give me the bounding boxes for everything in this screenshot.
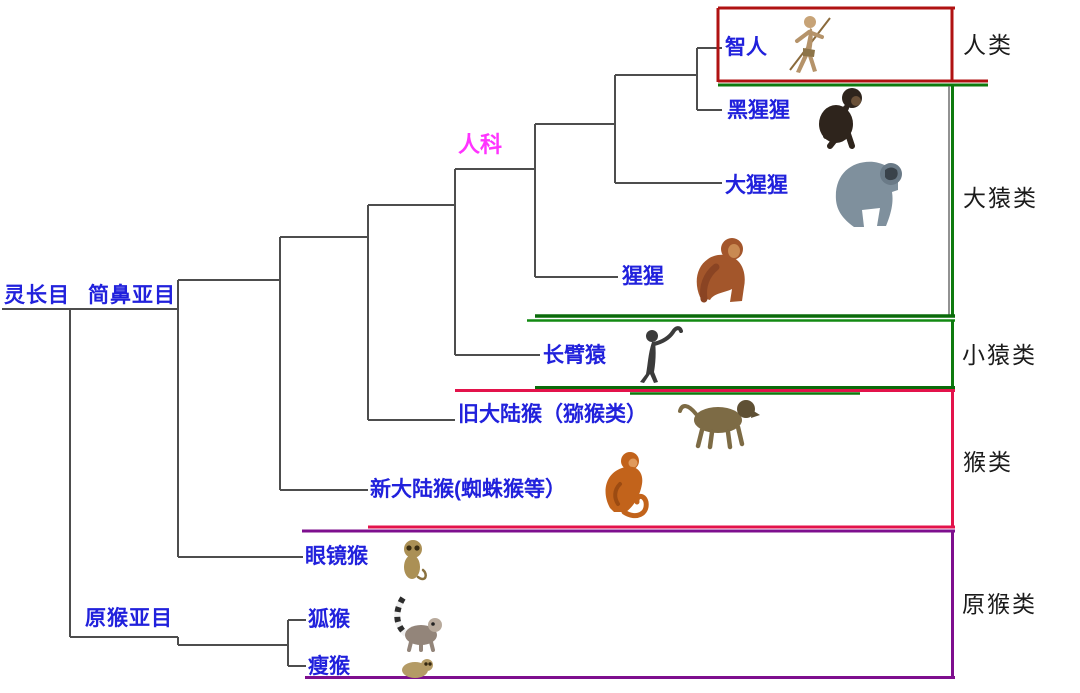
orangutan-image <box>696 238 745 303</box>
gibbon-image <box>640 326 683 383</box>
taxon-label-old-world-monkey: 旧大陆猴（猕猴类） <box>458 403 647 426</box>
suborder-label-haplorhini: 简鼻亚目 <box>88 284 176 307</box>
chimpanzee-image <box>819 88 862 149</box>
branch-ape-clades <box>368 47 722 356</box>
taxon-label-new-world-monkey: 新大陆猴(蜘蛛猴等） <box>370 478 566 501</box>
great-apes-box <box>535 83 988 318</box>
taxon-label-loris: 瘦猴 <box>308 655 350 678</box>
old-world-monkey-image <box>678 400 760 450</box>
gorilla-image <box>835 161 902 227</box>
new-world-monkey-image <box>605 452 649 519</box>
tree-branches <box>2 47 722 667</box>
suborder-label-strepsirrhini: 原猴亚目 <box>85 607 173 630</box>
lemur-image <box>394 596 442 652</box>
order-label-primates: 灵长目 <box>4 284 70 307</box>
taxon-label-homo-sapiens: 智人 <box>725 36 767 59</box>
group-label-prosimians: 原猴类 <box>962 592 1037 617</box>
taxon-label-chimpanzee: 黑猩猩 <box>727 99 790 122</box>
taxon-label-orangutan: 猩猩 <box>622 265 664 288</box>
group-label-monkeys: 猴类 <box>963 450 1013 475</box>
loris-image <box>402 659 433 678</box>
taxon-label-lemur: 狐猴 <box>308 608 350 631</box>
group-label-humans: 人类 <box>963 33 1013 58</box>
lesser-apes-box <box>527 319 955 389</box>
humans-box <box>716 6 988 83</box>
monkeys-box <box>368 389 955 529</box>
taxon-label-gibbon: 长臂猿 <box>543 344 606 367</box>
taxon-label-gorilla: 大猩猩 <box>725 174 788 197</box>
branch-root-and-suborders <box>2 280 306 667</box>
taxon-label-tarsier: 眼镜猴 <box>305 545 368 568</box>
family-label-hominidae: 人科 <box>458 132 503 157</box>
group-label-lesser-apes: 小猿类 <box>962 343 1037 368</box>
group-label-great-apes: 大猿类 <box>963 186 1038 211</box>
branch-monkey-clades <box>178 205 455 491</box>
early-human-image <box>789 16 831 73</box>
tarsier-image <box>404 540 427 581</box>
